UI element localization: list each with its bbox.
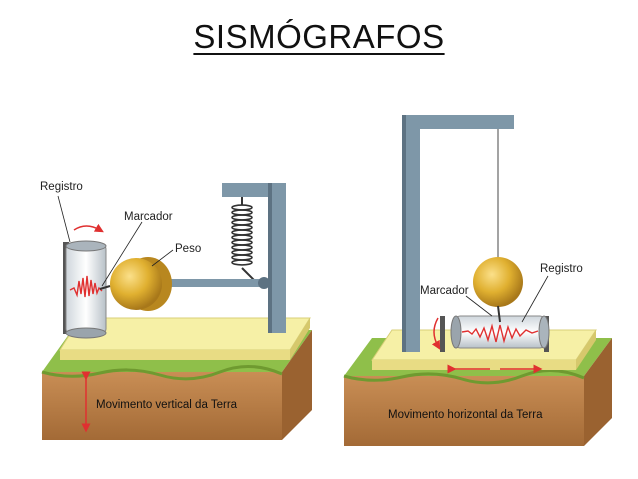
spring-coil [231,224,253,231]
platform-left [59,317,311,360]
horizontal-seismograph: Registro Marcador Movimento horizontal d… [343,115,612,446]
spring [231,197,259,285]
spring-coil [231,219,253,226]
ground-label-left: Movimento vertical da Terra [96,399,238,411]
marker-pen-left [99,285,111,290]
ground-label-right: Movimento horizontal da Terra [388,409,543,421]
spring-coil [231,229,253,236]
spring-coil [231,254,253,261]
marker-pen-right [497,305,501,323]
spring-coil [231,244,253,251]
page-title: SISMÓGRAFOS [193,18,445,55]
spring-coil [231,259,253,266]
label-registro-left: Registro [40,181,83,193]
label-marcador-left: Marcador [124,211,173,223]
recording-drum-right [431,315,550,352]
spring-coil [231,239,253,246]
weight-left [110,257,172,311]
arm-left [160,279,268,287]
spring-coil [231,214,253,221]
recording-drum-left [63,223,107,339]
pivot [258,277,270,289]
weight-right [473,257,523,307]
label-peso: Peso [175,243,201,255]
spring-coil [231,204,253,211]
label-marcador-right: Marcador [420,285,469,297]
label-registro-right: Registro [540,263,583,275]
frame-left [222,183,286,333]
spring-coil [231,249,253,256]
spring-coil [231,234,253,241]
frame-right [402,115,514,352]
vertical-seismograph: Registro Marcador Peso Movimento vertica… [40,181,312,440]
spring-coil [231,209,253,216]
